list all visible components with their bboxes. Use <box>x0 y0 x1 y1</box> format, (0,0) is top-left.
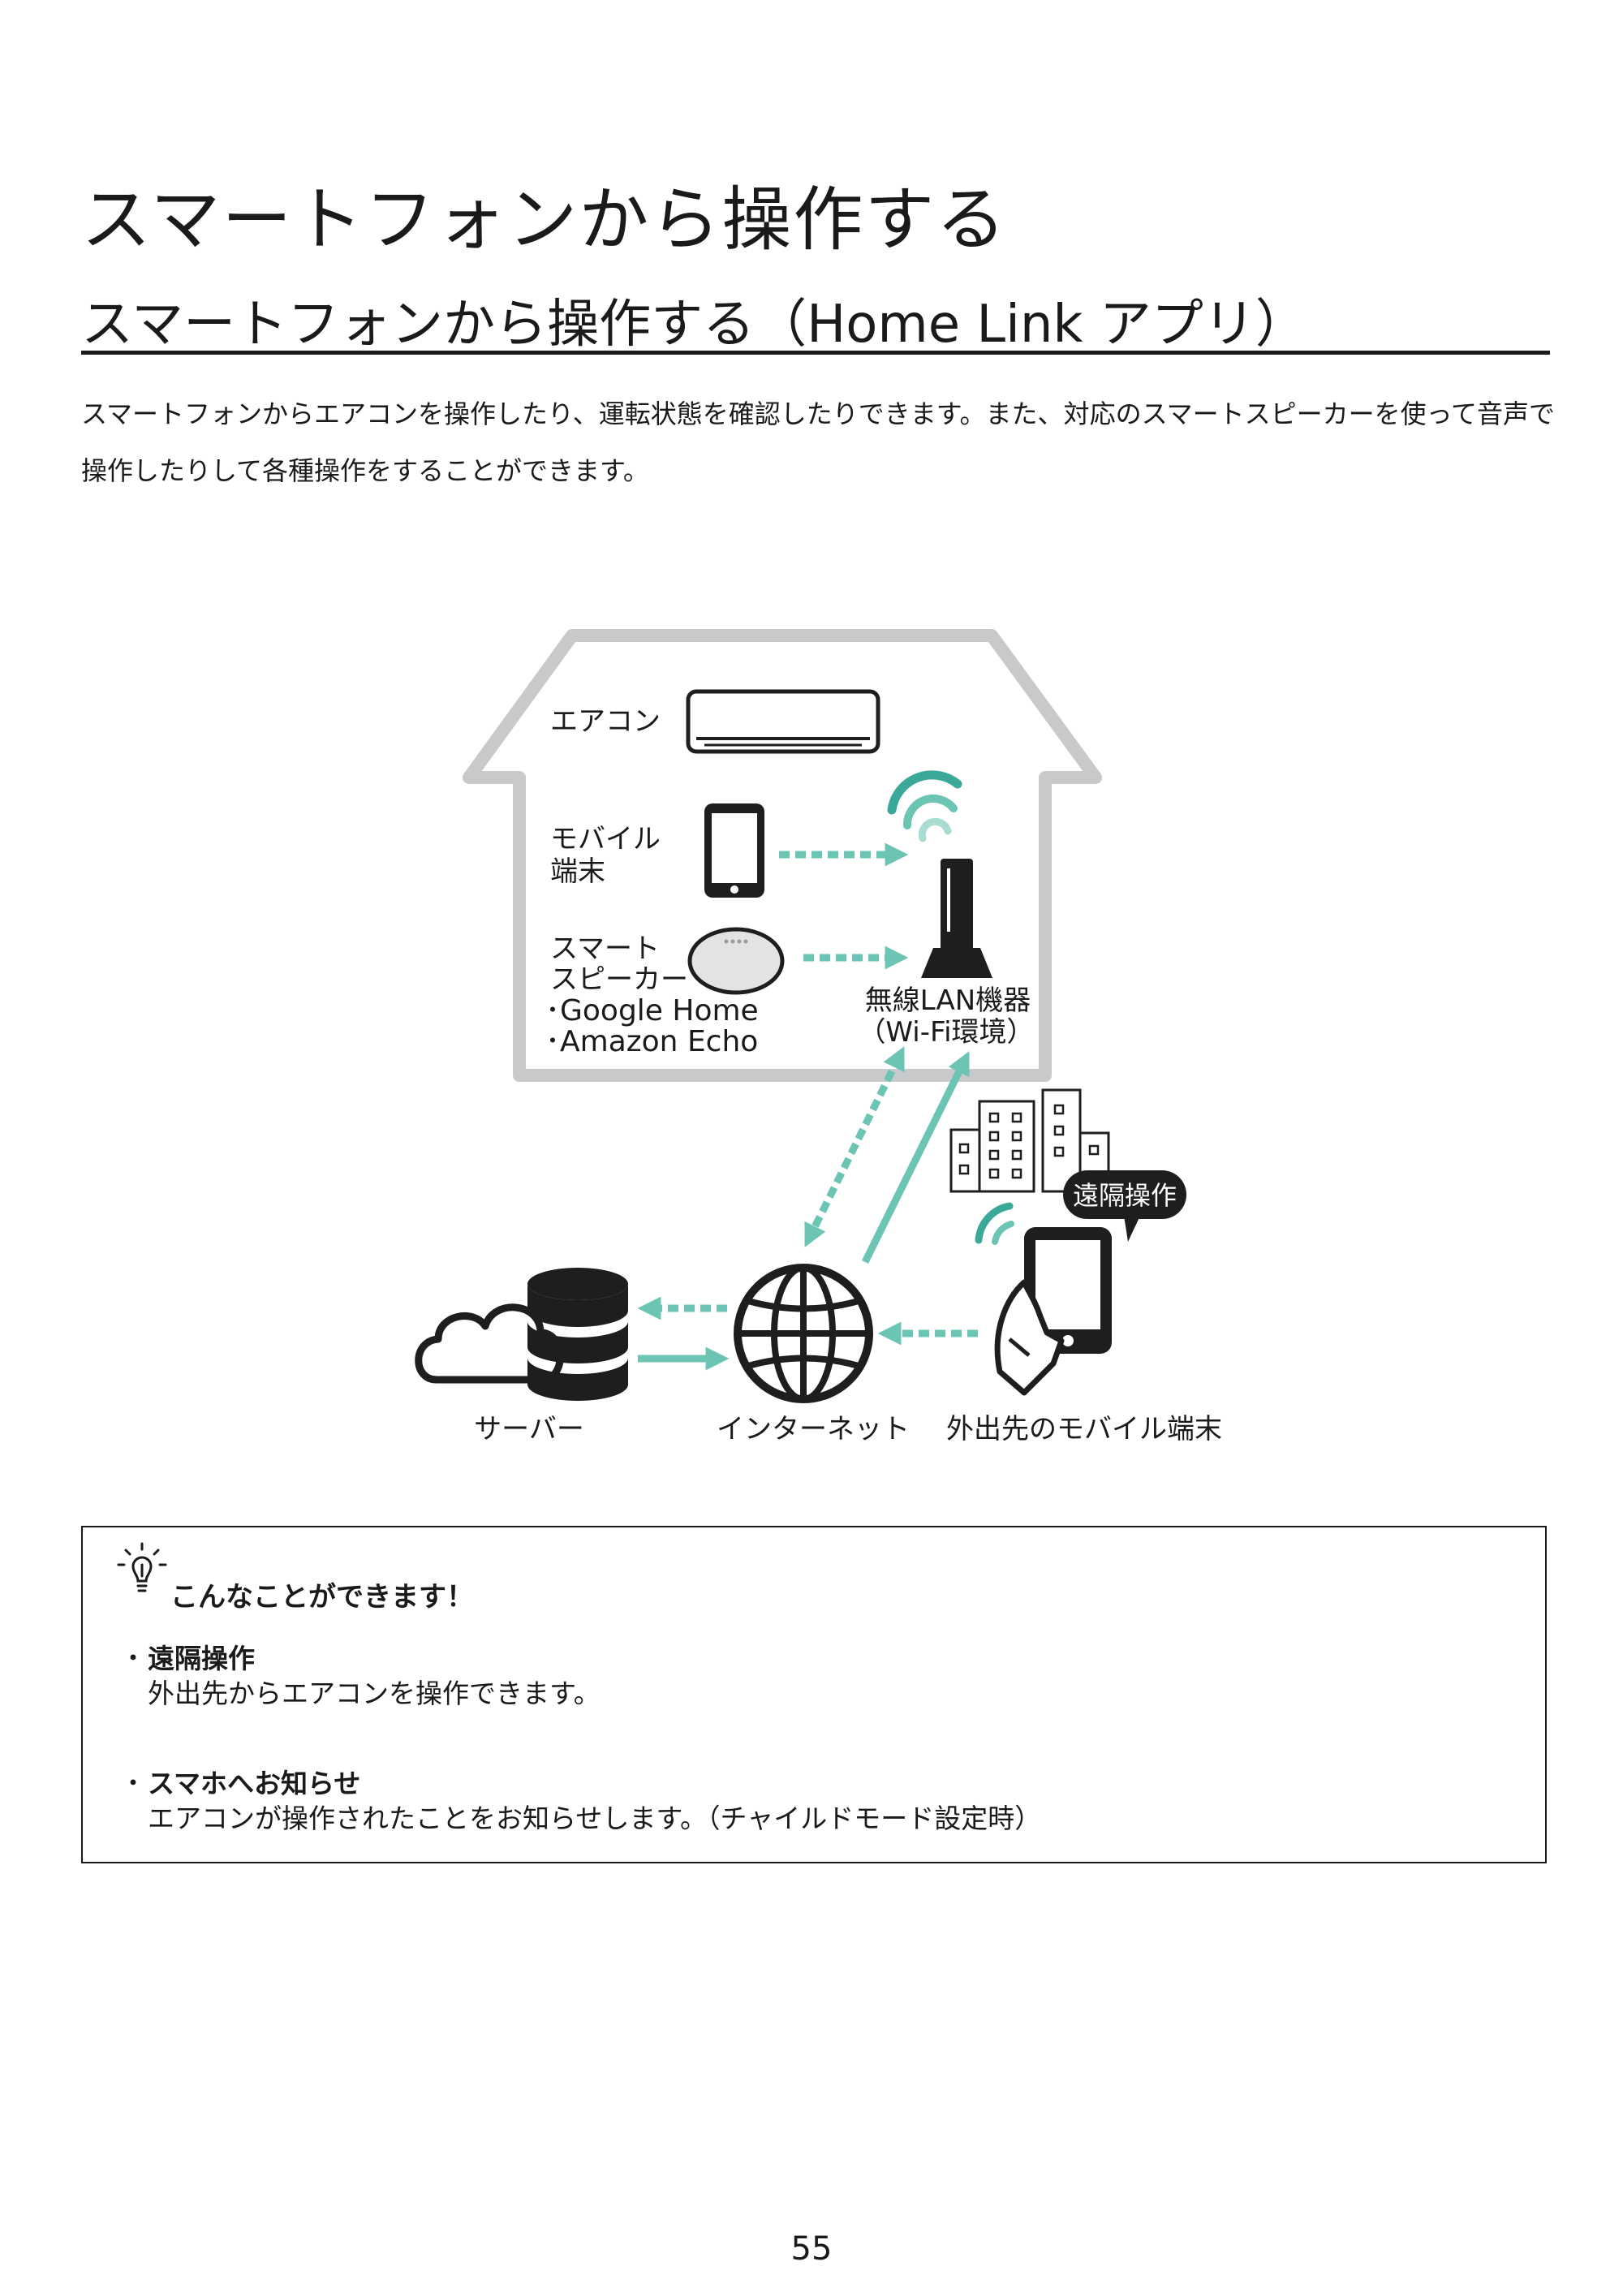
city-buildings-icon <box>949 1088 1110 1193</box>
speaker-label-2: スピーカー <box>550 963 688 996</box>
intro-text-line-1: スマートフォンからエアコンを操作したり、運転状態を確認したりできます。また、対応… <box>81 398 1556 429</box>
air-conditioner-icon <box>686 689 880 754</box>
tip-item-1-desc: 外出先からエアコンを操作できます。 <box>148 1678 601 1709</box>
smartphone-icon <box>704 803 764 898</box>
smart-speaker-icon <box>687 927 785 995</box>
section-title: スマートフォンから操作する（Home Link アプリ） <box>81 295 1307 355</box>
internet-label: インターネット <box>717 1413 910 1445</box>
page-number: 55 <box>790 2230 833 2268</box>
aircon-label: エアコン <box>550 705 661 738</box>
mobile-label-2: 端末 <box>550 855 605 888</box>
house-outline <box>463 629 1102 1082</box>
outside-mobile-label: 外出先のモバイル端末 <box>946 1413 1222 1445</box>
wireless-router-icon <box>921 859 992 978</box>
tip-title: こんなことができます！ <box>170 1581 474 1613</box>
tip-item-2-desc: エアコンが操作されたことをお知らせします。（チャイルドモード設定時） <box>148 1803 1042 1834</box>
section-title-rule <box>81 351 1550 355</box>
connection-diagram: エアコン モバイル 端末 スマート スピーカー ･Google Home ･Am… <box>415 629 1222 1445</box>
mobile-label-1: モバイル <box>550 823 661 855</box>
database-server-icon <box>527 1268 628 1401</box>
remote-operation-bubble <box>1063 1170 1186 1242</box>
server-label: サーバー <box>474 1413 584 1445</box>
speaker-label-1: スマート <box>550 933 660 965</box>
phone-signal-icon <box>975 1202 1014 1245</box>
router-label-1: 無線LAN機器 <box>865 984 1031 1017</box>
tip-item-2-title: スマホへお知らせ <box>148 1768 361 1799</box>
remote-operation-bubble-label: 遠隔操作 <box>1073 1180 1177 1211</box>
globe-icon <box>734 1264 873 1403</box>
internet-to-router-arrow <box>861 1051 970 1264</box>
lightbulb-icon <box>117 1542 167 1592</box>
speaker-item-google: ･Google Home <box>545 994 759 1027</box>
router-label-2: （Wi-Fi環境） <box>858 1016 1034 1049</box>
wifi-signal-icon <box>887 770 962 842</box>
page-title: スマートフォンから操作する <box>81 179 1008 261</box>
phone-in-hand-icon <box>994 1227 1112 1396</box>
speaker-item-amazon: ･Amazon Echo <box>545 1025 758 1058</box>
tip-box <box>81 1526 1547 1863</box>
tip-item-2-bullet: ・ <box>120 1768 147 1798</box>
intro-text-line-2: 操作したりして各種操作をすることができます。 <box>81 455 649 486</box>
router-internet-dashed-arrow <box>804 1046 905 1247</box>
tip-item-1-bullet: ・ <box>120 1643 147 1674</box>
tip-item-1-title: 遠隔操作 <box>148 1643 255 1674</box>
